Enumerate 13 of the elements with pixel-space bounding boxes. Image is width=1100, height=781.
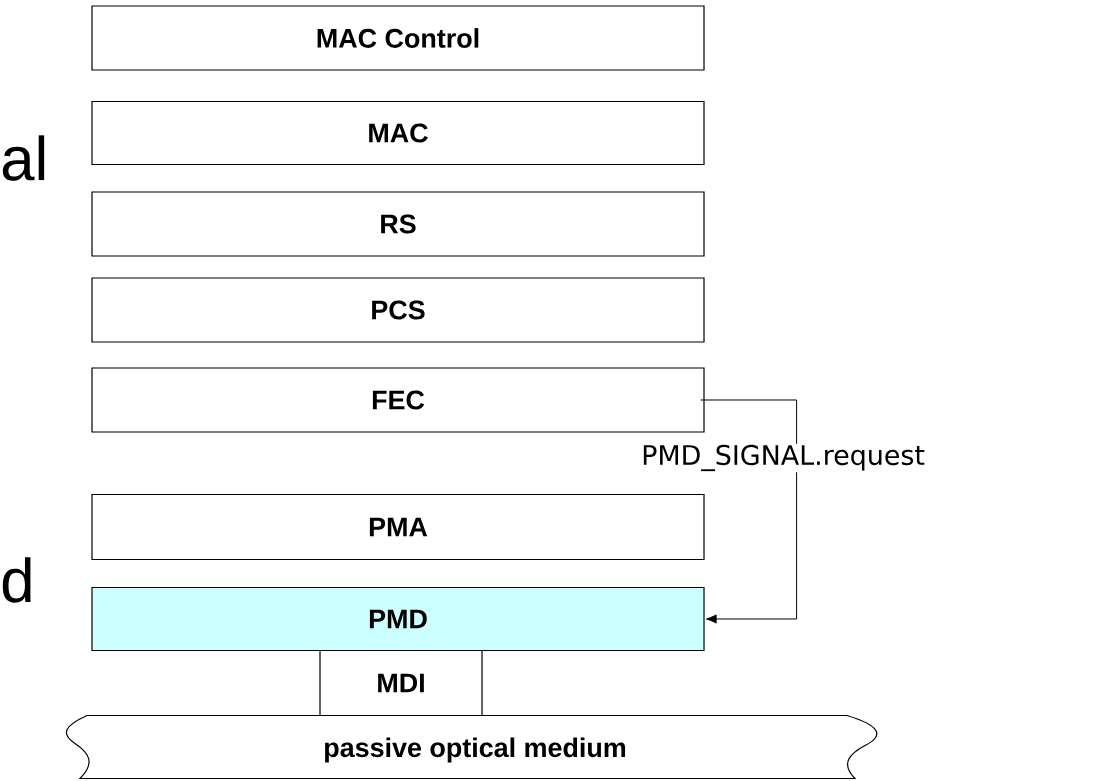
side-text: d [2, 557, 31, 603]
medium-band: passive optical medium [65, 714, 878, 780]
layer-box: MAC Control [91, 5, 705, 71]
layer-box: PMA [91, 493, 705, 561]
layer-box: RS [91, 191, 705, 257]
arrow [700, 399, 798, 624]
layer-box: FEC [91, 367, 705, 433]
edge-label: PMD_SIGNAL.request [640, 443, 926, 473]
layer-box: MAC [91, 100, 705, 166]
interface-box: MDI [319, 649, 483, 717]
layer-box: PMD [91, 586, 705, 652]
side-text: al [2, 135, 45, 181]
layer-box: PCS [91, 277, 705, 343]
